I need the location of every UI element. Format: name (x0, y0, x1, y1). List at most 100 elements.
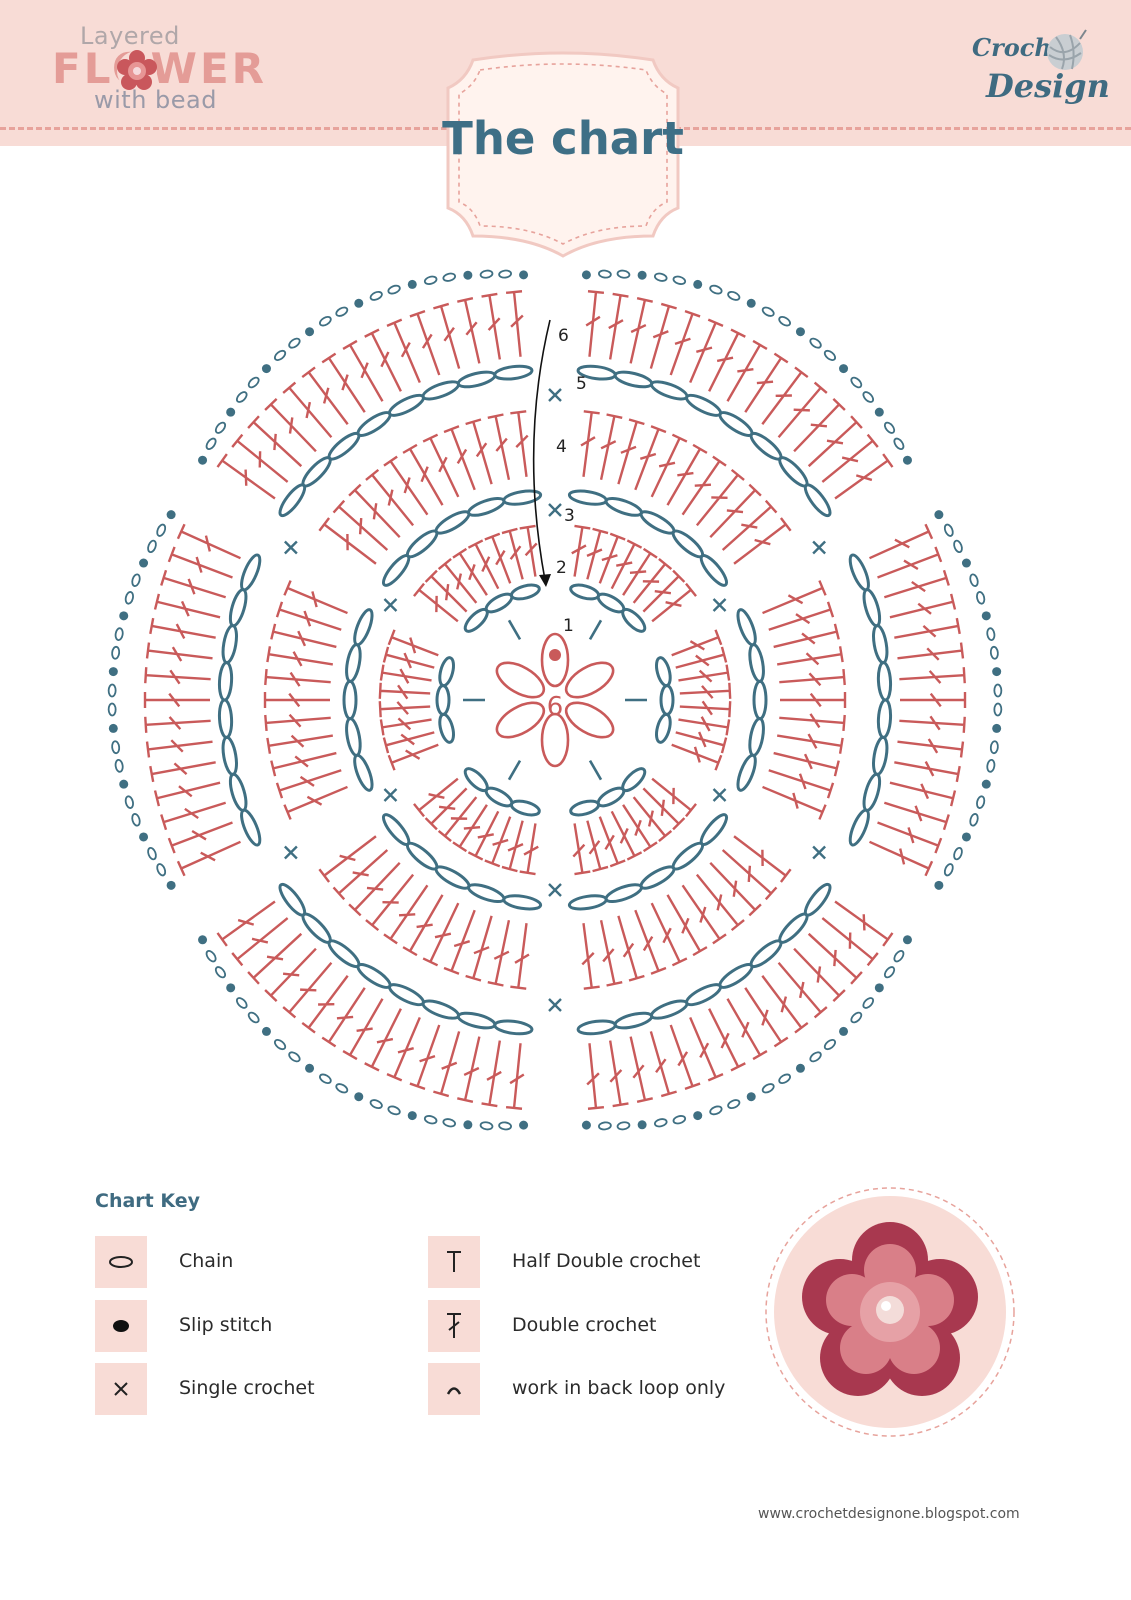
chain-stitch (443, 1118, 456, 1128)
chain-stitch (273, 1038, 287, 1051)
single-crochet-stitch (549, 999, 561, 1011)
back-loop-arc-icon (428, 1363, 480, 1415)
double-crochet-stitch (774, 753, 839, 776)
finished-flower-photo (760, 1182, 1020, 1442)
double-crochet-stitch (835, 454, 892, 498)
double-crochet-stitch (890, 594, 955, 617)
start-arrow (534, 320, 550, 580)
slip-stitch (638, 271, 647, 280)
chain-stitch (369, 1098, 383, 1109)
single-crochet-stitch (549, 504, 561, 516)
chain-stitch (214, 965, 227, 979)
chain-stitch (437, 686, 449, 715)
double-crochet-stitch (671, 311, 700, 375)
chain-stitch (424, 1115, 437, 1125)
slip-stitch (139, 832, 148, 841)
slip-stitch (747, 1092, 756, 1101)
double-crochet-stitch (150, 762, 215, 782)
double-crochet-stitch (582, 923, 599, 988)
double-crochet-stitch (610, 1041, 628, 1106)
double-crochet-stitch (890, 783, 955, 806)
double-crochet-stitch (651, 1031, 677, 1096)
double-crochet-stitch (381, 665, 432, 684)
chain-stitch (847, 553, 873, 592)
key-symbol-box (95, 1363, 147, 1415)
double-crochet-stitch (652, 435, 687, 497)
chain-stitch (561, 696, 619, 745)
half-double-crochet-stitch (590, 620, 601, 639)
round-label-3: 3 (564, 506, 575, 526)
chain-stitch (205, 437, 218, 451)
slip-stitch (198, 935, 207, 944)
double-crochet-stitch (683, 885, 726, 943)
chain-stitch (654, 713, 673, 744)
slip-stitch (109, 724, 118, 733)
chart-key-title: Chart Key (95, 1190, 200, 1212)
chain-stitch (862, 390, 875, 403)
chain-stitch (599, 1122, 612, 1130)
slip-stitch (226, 408, 235, 417)
chain-stitch (491, 656, 549, 705)
double-crochet-stitch (444, 426, 475, 490)
chain-stitch (112, 741, 120, 754)
chain-stitch (499, 1122, 512, 1130)
chain-stitch (443, 272, 456, 282)
slip-stitch (463, 1120, 472, 1129)
double-crochet-stitch (433, 304, 459, 369)
chain-stitch (883, 421, 896, 435)
double-crochet-stitch (777, 734, 842, 754)
double-crochet-stitch (734, 836, 791, 882)
chain-stitch (369, 290, 383, 301)
double-crochet-stitch (423, 435, 458, 497)
chain-stitch (480, 1121, 493, 1130)
chain-stitch (344, 644, 363, 683)
key-label-chain: Chain (179, 1250, 233, 1272)
chain-stitch (761, 1082, 775, 1094)
slip-stitch (638, 1120, 647, 1129)
brand-logo: Crochet Design (966, 25, 1096, 120)
chain-stitch (727, 290, 741, 301)
double-crochet-stitch (145, 692, 210, 708)
chain-stitch (747, 644, 766, 683)
chain-stitch (112, 646, 120, 659)
chain-stitch (404, 527, 440, 560)
half-double-crochet-stitch (509, 761, 520, 780)
slip-stitch (992, 667, 1001, 676)
logo-text-with-bead: with bead (94, 86, 217, 114)
chain-stitch (596, 785, 627, 810)
chain-stitch (235, 390, 248, 403)
double-crochet-stitch (780, 692, 845, 708)
slip-stitch (982, 611, 991, 620)
chain-stitch (654, 1118, 667, 1128)
double-crochet-stitch (248, 934, 301, 984)
chain-stitch (227, 588, 249, 627)
chain-stitch (697, 552, 730, 588)
double-crochet-stitch (248, 416, 301, 466)
single-crochet-stitch (384, 789, 396, 801)
chain-stitch (156, 863, 167, 877)
chain-stitch (748, 937, 784, 970)
chain-stitch (351, 608, 375, 647)
chain-stitch (684, 981, 723, 1009)
double-crochet-stitch (384, 885, 427, 943)
key-label-single-crochet: Single crochet (179, 1377, 315, 1399)
chain-stitch (457, 1010, 496, 1031)
double-crochet-stitch (343, 341, 382, 401)
slip-stitch (747, 299, 756, 308)
chain-stitch (823, 349, 837, 362)
slip-stitch (305, 1064, 314, 1073)
double-crochet-stitch (381, 718, 432, 735)
slip-stitch (992, 724, 1001, 733)
footer-website-link[interactable]: www.crochetdesignone.blogspot.com (758, 1506, 1020, 1522)
chain-stitch (604, 495, 643, 519)
slip-stitch (109, 667, 118, 676)
double-crochet-stitch (161, 803, 225, 830)
double-crochet-stitch (389, 630, 439, 655)
round-label-2: 2 (556, 558, 567, 578)
chain-stitch (638, 863, 676, 892)
double-crochet-stitch (728, 341, 767, 401)
half-double-crochet-t-icon (428, 1236, 480, 1288)
round-label-6: 6 (558, 326, 569, 346)
double-crochet-stitch (439, 797, 477, 841)
slip-stitch (549, 649, 561, 661)
